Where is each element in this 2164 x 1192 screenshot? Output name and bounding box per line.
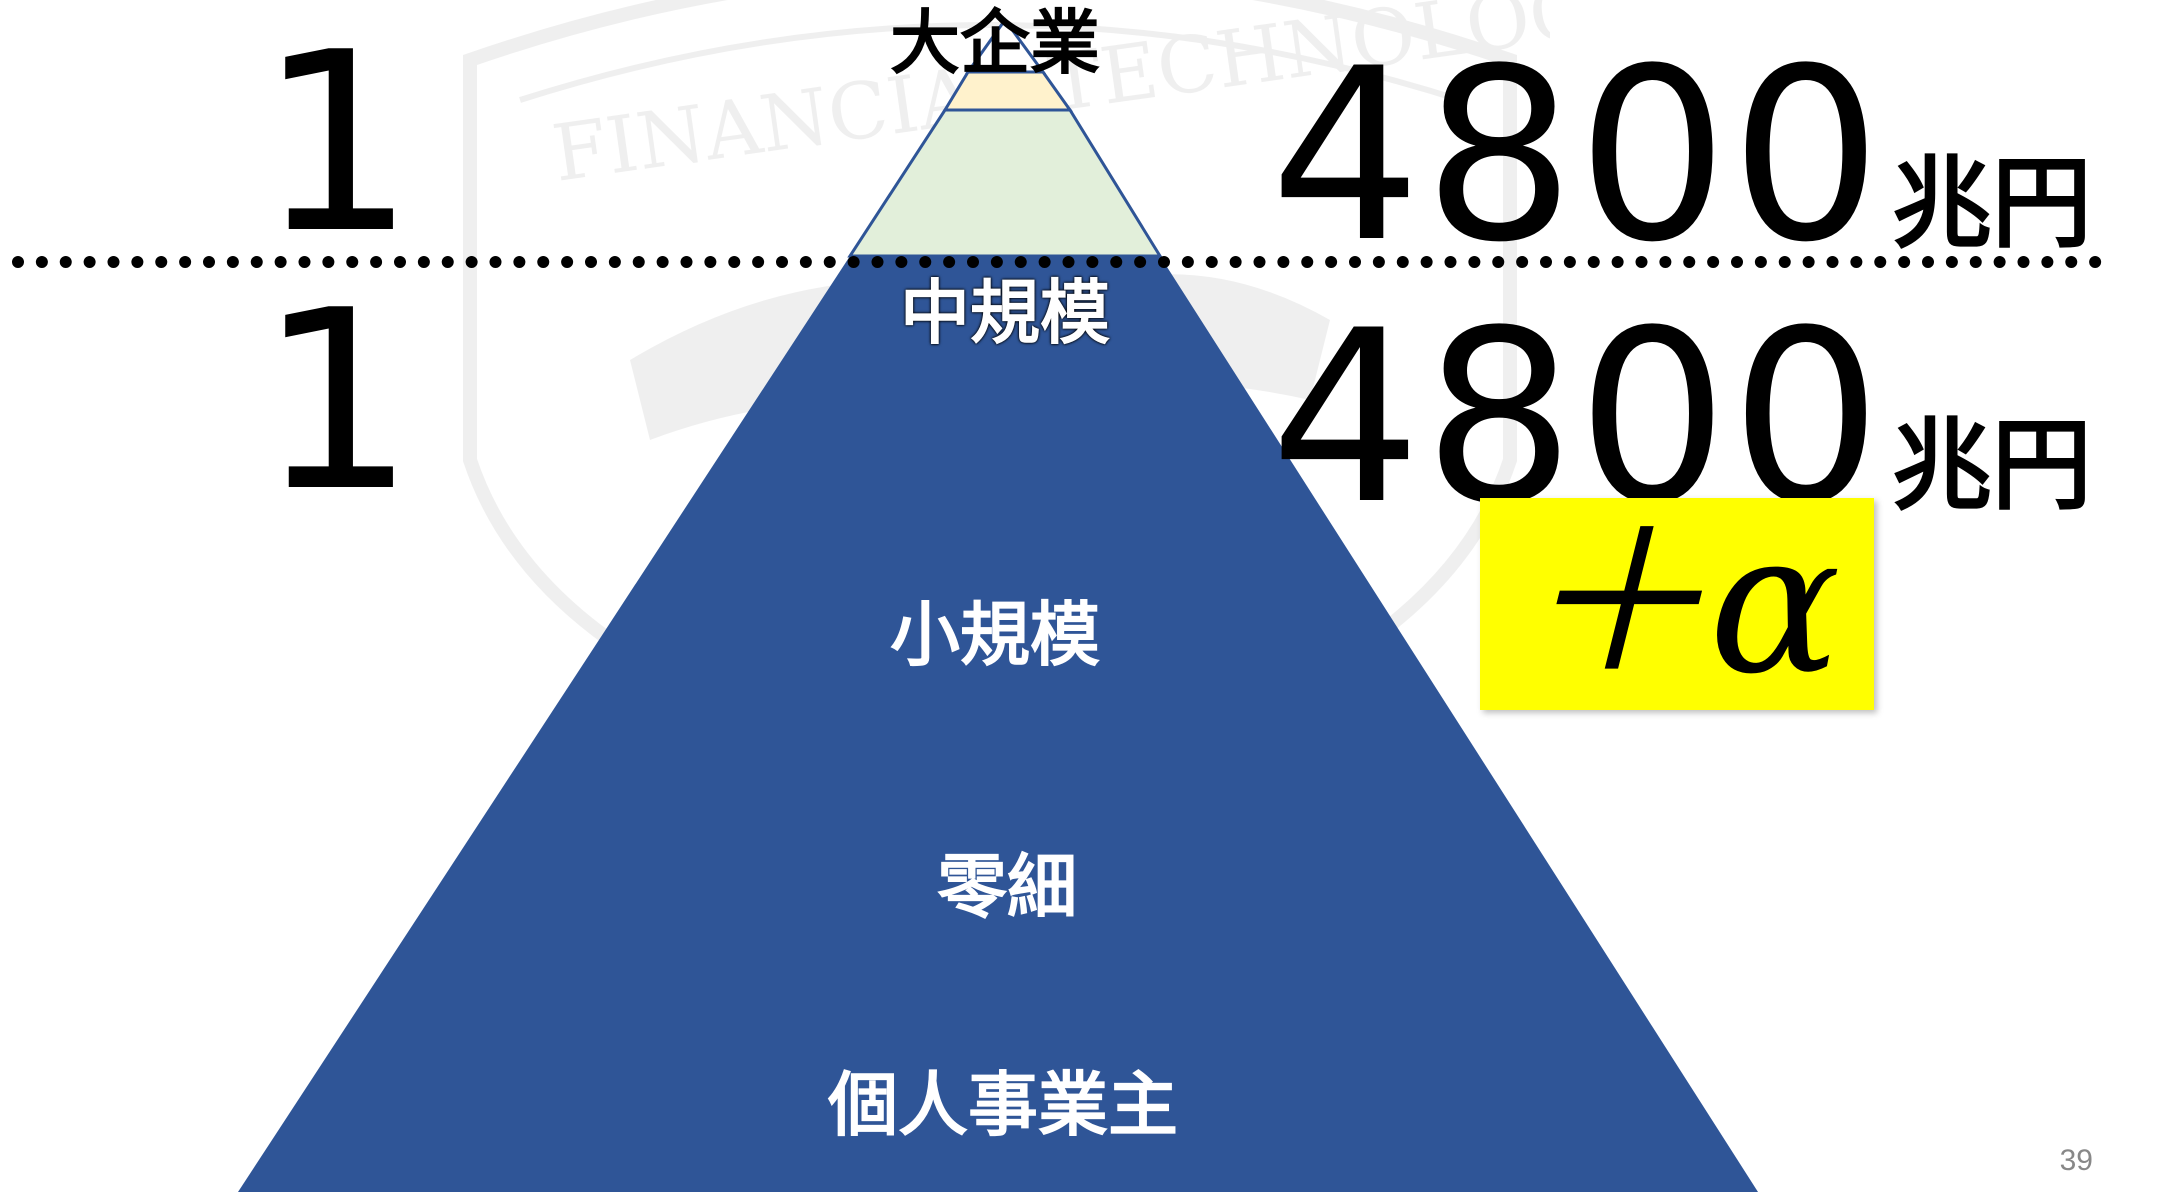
label-large-companies: 大企業	[890, 2, 1100, 84]
label-small-size: 小規模	[890, 594, 1100, 676]
bottom-amount-number: 4800	[1270, 280, 1884, 557]
top-amount-number: 4800	[1270, 18, 1884, 295]
plus-alpha-highlight: ＋α	[1480, 498, 1874, 710]
label-sole-proprietors: 個人事業主	[828, 1064, 1178, 1146]
label-mid-size: 中規模	[900, 272, 1110, 354]
top-amount: 4800兆円	[1270, 38, 2092, 276]
page-number: 39	[2059, 1144, 2093, 1177]
bottom-amount-unit: 兆円	[1891, 407, 2092, 524]
bottom-amount: 4800兆円	[1270, 300, 2092, 538]
boundary-dotted-line	[12, 256, 2102, 268]
top-count: 1	[258, 0, 416, 288]
label-micro-size: 零細	[937, 846, 1077, 928]
bottom-count: 1	[258, 258, 416, 546]
top-amount-unit: 兆円	[1891, 145, 2092, 262]
pyramid-base-tier	[238, 256, 1758, 1192]
pyramid-apex	[965, 17, 1046, 74]
pyramid-mid-tier	[847, 108, 1163, 258]
